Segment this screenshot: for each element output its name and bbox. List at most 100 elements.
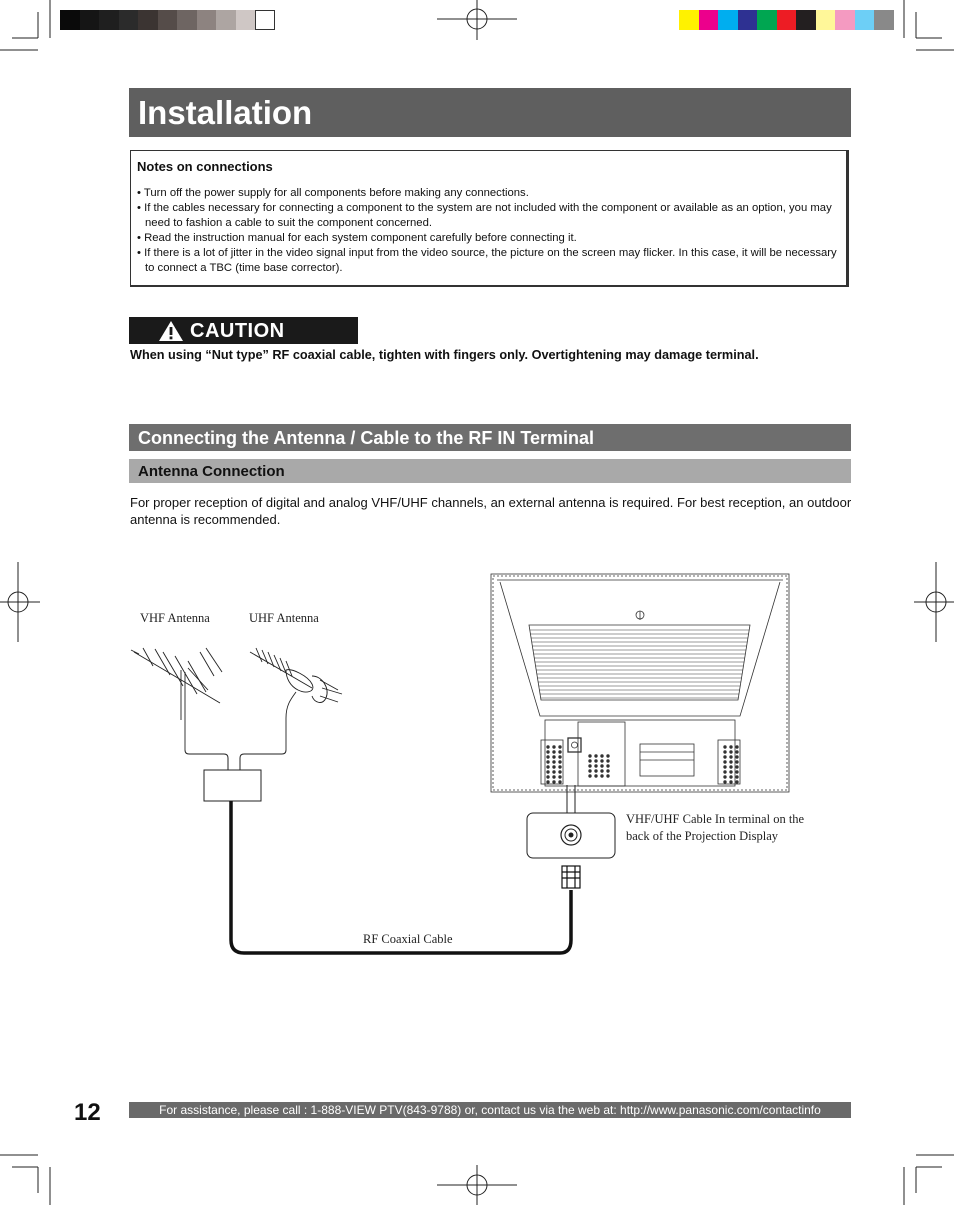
port-dot [588, 759, 592, 763]
color-swatch [698, 10, 719, 30]
footer-bar: For assistance, please call : 1-888-VIEW… [129, 1102, 851, 1118]
port-dot [594, 774, 598, 778]
color-swatch [679, 10, 699, 30]
port-dot [735, 770, 739, 774]
notes-item: • Read the instruction manual for each s… [137, 232, 577, 244]
port-dot [552, 750, 556, 754]
port-dot [558, 780, 562, 784]
gray-swatch [216, 10, 236, 30]
f-connector-icon [561, 865, 581, 889]
color-swatch [835, 10, 855, 30]
rf-coaxial-cable [229, 801, 573, 955]
port-dot [606, 774, 610, 778]
port-dot [558, 770, 562, 774]
subsection-title: Antenna Connection [138, 463, 285, 480]
color-swatch-bar [679, 0, 894, 31]
footer-text: For assistance, please call : 1-888-VIEW… [159, 1103, 821, 1117]
page-title-bar: Installation [129, 88, 851, 137]
port-dot [588, 764, 592, 768]
port-dot [552, 770, 556, 774]
port-dot [546, 770, 550, 774]
port-dot [552, 760, 556, 764]
uhf-antenna-icon [249, 647, 343, 750]
color-swatch [776, 10, 797, 30]
port-dot [588, 769, 592, 773]
gray-swatch [99, 10, 119, 30]
port-dot [606, 754, 610, 758]
section-header: Connecting the Antenna / Cable to the RF… [129, 424, 851, 451]
mixer-box [203, 769, 262, 802]
terminal-label-line1: VHF/UHF Cable In terminal on the [626, 812, 805, 826]
port-dot [723, 760, 727, 764]
port-dot [546, 765, 550, 769]
port-dot [723, 745, 727, 749]
vhf-antenna-icon [130, 647, 223, 750]
port-dot [594, 754, 598, 758]
caution-text: When using “Nut type” RF coaxial cable, … [130, 348, 759, 362]
port-dot [588, 754, 592, 758]
notes-heading: Notes on connections [137, 159, 273, 174]
port-dot [558, 760, 562, 764]
port-dot [723, 775, 727, 779]
port-dot [723, 755, 727, 759]
port-dot [723, 780, 727, 784]
port-dot [735, 755, 739, 759]
gray-swatch [79, 10, 100, 30]
port-dot [729, 750, 733, 754]
port-dot [588, 774, 592, 778]
port-dot [729, 745, 733, 749]
port-dot [735, 745, 739, 749]
port-dot [558, 755, 562, 759]
gray-swatch-bar [60, 0, 275, 31]
port-dot [546, 750, 550, 754]
gray-swatch [138, 10, 158, 30]
port-dot [600, 764, 604, 768]
port-dot [552, 745, 556, 749]
gray-swatch [118, 10, 139, 30]
notes-item: • If the cables necessary for connecting… [137, 202, 832, 229]
vhf-antenna-label: VHF Antenna [140, 611, 210, 625]
port-dot [735, 765, 739, 769]
color-swatch [718, 10, 738, 30]
port-dot [546, 760, 550, 764]
color-swatch [815, 10, 836, 30]
port-dot [558, 745, 562, 749]
gray-swatch [196, 10, 217, 30]
port-dot [735, 775, 739, 779]
page-title: Installation [138, 94, 313, 131]
port-dot [600, 754, 604, 758]
port-dot [552, 765, 556, 769]
port-dot [606, 759, 610, 763]
port-dot [546, 780, 550, 784]
port-dot [558, 765, 562, 769]
port-dot [552, 775, 556, 779]
notes-item: • If there is a lot of jitter in the vid… [137, 247, 837, 274]
projection-display-back-icon [490, 573, 790, 793]
port-dot [594, 769, 598, 773]
intro-paragraph: For proper reception of digital and anal… [130, 495, 852, 527]
port-dot [735, 760, 739, 764]
caution-banner: CAUTION [129, 317, 358, 344]
subsection-header: Antenna Connection [129, 459, 851, 483]
color-swatch [737, 10, 758, 30]
color-swatch [874, 10, 894, 30]
uhf-antenna-label: UHF Antenna [249, 611, 319, 625]
page-number: 12 [74, 1099, 101, 1126]
port-dot [606, 769, 610, 773]
port-dot [594, 759, 598, 763]
port-dot [552, 755, 556, 759]
gray-swatch [157, 10, 178, 30]
cable-label: RF Coaxial Cable [363, 932, 453, 946]
port-dot [723, 750, 727, 754]
port-dot [729, 755, 733, 759]
port-dot [558, 775, 562, 779]
port-dot [735, 750, 739, 754]
color-swatch [796, 10, 816, 30]
port-dot [600, 774, 604, 778]
terminal-label-line2: back of the Projection Display [626, 829, 779, 843]
caution-label: CAUTION [190, 320, 285, 342]
port-dot [723, 770, 727, 774]
rf-in-terminal-icon [526, 785, 616, 859]
